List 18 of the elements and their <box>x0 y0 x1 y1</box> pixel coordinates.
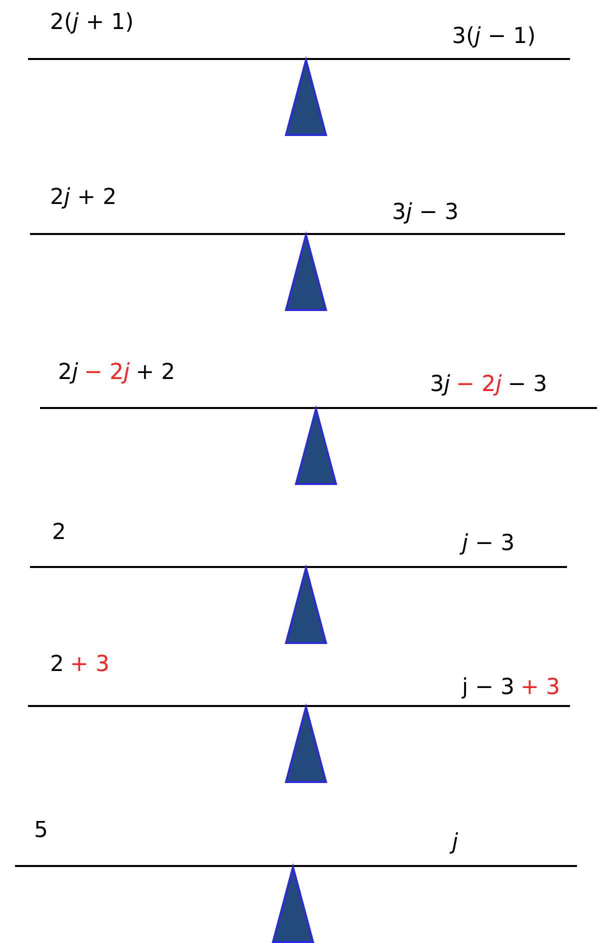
expression-term: 2 <box>52 520 66 545</box>
expression-term: − 2j <box>84 360 130 385</box>
expression-term: + 2 <box>136 360 176 385</box>
expression-term: 2j <box>58 360 78 385</box>
expression-term: j − 3 <box>462 531 515 556</box>
expression-term: − 3 <box>508 372 548 397</box>
expression-term: 3(j − 1) <box>452 24 536 49</box>
expression-term: j − 3 <box>462 675 515 700</box>
expression-term: 5 <box>34 818 48 843</box>
expression-term: + 3 <box>70 652 110 677</box>
expression-term: 2 <box>50 652 64 677</box>
expression-term: j <box>452 830 458 855</box>
expression-term: 2(j + 1) <box>50 10 134 35</box>
expression-term: 3j − 3 <box>392 200 459 225</box>
expression-term: + 3 <box>520 675 560 700</box>
expression-term: 3j <box>430 372 450 397</box>
expression-term: − 2j <box>456 372 502 397</box>
expression-term: 2j + 2 <box>50 185 117 210</box>
